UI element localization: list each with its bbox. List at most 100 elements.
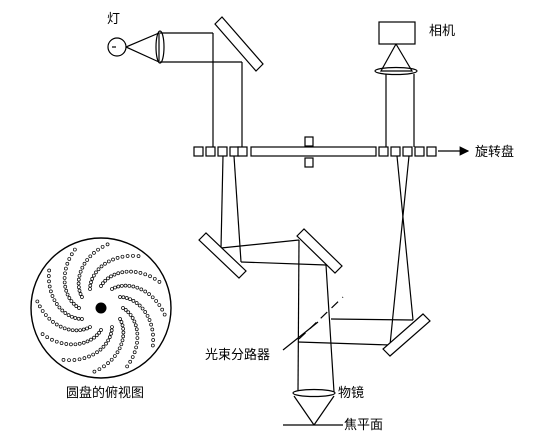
pinhole (87, 354, 91, 359)
pinhole (67, 358, 71, 363)
pinhole (54, 302, 59, 306)
pinhole (40, 332, 45, 336)
pinhole (72, 358, 77, 362)
pinhole (45, 335, 50, 340)
pinhole (62, 280, 67, 285)
pinhole (135, 331, 140, 336)
pinhole (77, 273, 82, 278)
pinhole (135, 285, 140, 290)
pinhole (92, 251, 96, 255)
pinhole (78, 328, 83, 333)
pinhole (150, 295, 155, 300)
pinhole (74, 304, 79, 308)
pinhole (106, 276, 110, 281)
pinhole (88, 283, 93, 288)
pinhole (115, 256, 120, 260)
pinhole (136, 254, 141, 258)
pinhole (47, 284, 52, 289)
pinhole (105, 242, 110, 247)
pinhole (151, 343, 155, 348)
pinhole (130, 355, 135, 359)
pinhole (132, 319, 137, 324)
pinhole (109, 331, 113, 336)
pinhole (162, 312, 167, 317)
pinhole (65, 261, 70, 266)
pinhole (137, 303, 142, 308)
pinhole (37, 304, 42, 309)
pinhole (110, 287, 114, 291)
pinhole (50, 294, 55, 298)
pinhole (151, 338, 156, 342)
pinhole (112, 272, 117, 277)
pinhole (119, 342, 124, 347)
pinhole (47, 279, 51, 284)
pinhole (54, 322, 59, 327)
pinhole (126, 310, 131, 315)
pinhole (99, 264, 104, 269)
pinhole (71, 301, 76, 306)
disk-top-view-label: 圆盘的俯视图 (66, 385, 144, 401)
pinhole (148, 274, 152, 279)
pinhole (85, 258, 90, 262)
pinhole (73, 342, 78, 347)
pinhole (88, 325, 92, 329)
pinhole (52, 298, 57, 303)
pinhole (47, 316, 52, 321)
pinhole (67, 257, 72, 261)
pinhole (134, 327, 139, 332)
disk-top-view (30, 237, 172, 379)
pinhole (118, 317, 122, 321)
pinhole (90, 277, 95, 281)
pinhole (51, 319, 55, 324)
pinhole (49, 289, 53, 294)
illumination-path (212, 16, 264, 147)
pinhole (135, 336, 140, 340)
pinhole (121, 306, 125, 310)
pinhole (106, 259, 111, 264)
pinhole (78, 292, 83, 296)
pinhole (69, 299, 74, 303)
pinhole (124, 296, 129, 300)
pinhole (82, 261, 87, 266)
pinhole (66, 313, 71, 317)
pinhole (66, 327, 71, 332)
pinhole (129, 269, 133, 274)
pinhole (96, 247, 100, 252)
pinhole (113, 285, 117, 290)
pinhole (120, 254, 125, 259)
pinhole (143, 310, 148, 314)
pinhole (76, 281, 81, 286)
pinhole (94, 270, 98, 275)
pinhole (130, 316, 135, 320)
pinhole (60, 308, 65, 313)
pinhole (133, 323, 138, 328)
pinhole (121, 326, 126, 331)
pinhole (78, 269, 83, 274)
pinhole (101, 344, 106, 349)
pinhole (91, 273, 96, 278)
pinhole (106, 338, 111, 343)
beam-splitter-pointer (282, 321, 319, 351)
mirrors (198, 228, 431, 357)
pinhole (62, 276, 67, 280)
pinhole (106, 361, 110, 365)
pinhole (80, 295, 84, 299)
pinhole (127, 283, 132, 288)
pinhole (117, 346, 122, 351)
lamp (107, 30, 242, 64)
pinhole (109, 274, 113, 279)
pinhole (145, 313, 150, 318)
pinhole (157, 280, 162, 284)
pinhole (63, 284, 68, 289)
pinhole (99, 284, 103, 288)
pinhole (134, 301, 139, 305)
pinhole (57, 305, 62, 310)
pinhole-spirals (35, 242, 167, 374)
pinhole (157, 303, 162, 307)
pinhole (125, 364, 129, 369)
pinhole (121, 334, 126, 339)
pinhole (95, 350, 99, 355)
pinhole (139, 287, 144, 292)
pinhole (147, 292, 151, 297)
pinhole (150, 327, 155, 332)
